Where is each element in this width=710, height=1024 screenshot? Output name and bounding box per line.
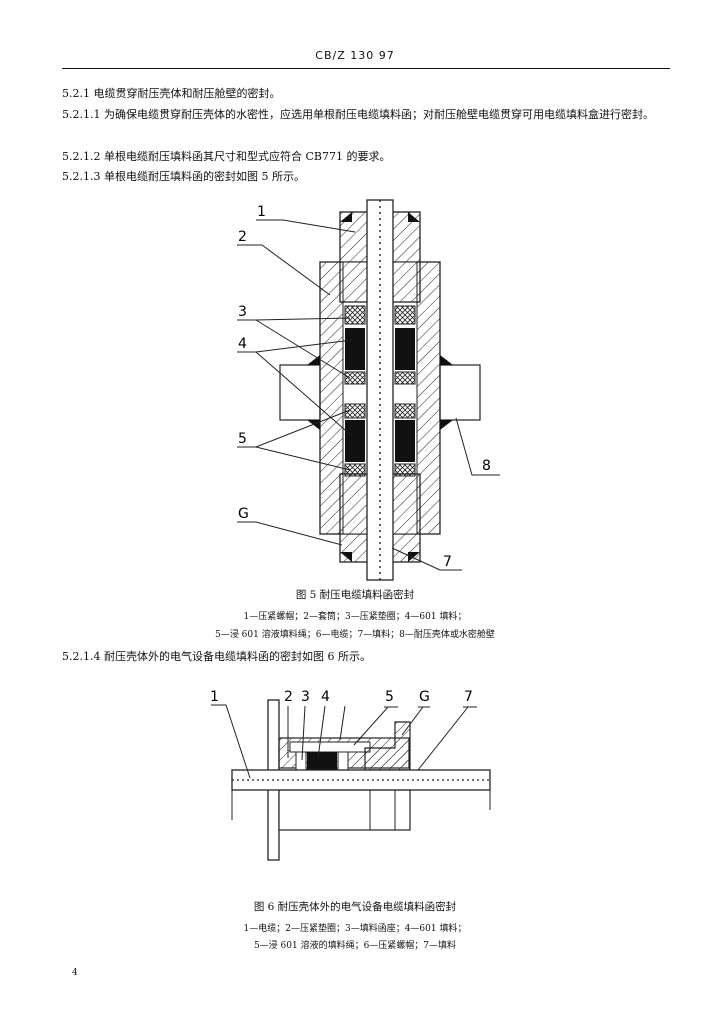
figure-5-label-4: 4 [238,336,247,352]
paragraph-5-2-1-4: 5.2.1.4 耐压壳体外的电气设备电缆填料函的密封如图 6 所示。 [62,650,371,663]
figure-5-label-g: G [238,506,249,522]
paragraph-5-2-1: 5.2.1 电缆贯穿耐压壳体和耐压舱壁的密封。 [62,87,281,100]
figure-6-legend-line-2: 5—浸 601 溶液的填料绳；6—压紧螺帽；7—填料 [253,941,457,951]
figure-5-label-3: 3 [238,304,247,320]
figure-6-legend-line-1: 1—电缆；2—压紧垫圈；3—填料函座；4—601 填料； [243,924,467,934]
figure-6-label-4: 4 [321,689,330,705]
figure-5-label-7: 7 [443,554,452,570]
figure-5-label-5: 5 [238,431,247,447]
paragraph-5-2-1-3: 5.2.1.3 单根电缆耐压填料函的密封如图 5 所示。 [62,170,305,183]
figure-6-title: 图 6 耐压壳体外的电气设备电缆填料函密封 [253,901,457,913]
figure-6-label-5: 5 [385,689,394,705]
figure-5-label-1: 1 [257,204,266,220]
figure-5-drawing: 1 2 3 4 5 G 7 8 [237,199,500,581]
figure-6-drawing: 1 2 3 4 5 G 7 [210,689,491,861]
paragraph-5-2-1-1: 5.2.1.1 为确保电缆贯穿耐压壳体的水密性，应选用单根耐压电缆填料函；对耐压… [62,108,654,121]
figure-6-label-g: G [419,689,430,705]
figure-6-label-3: 3 [301,689,310,705]
page-header: CB/Z 130 97 [315,49,395,62]
figure-5-label-8: 8 [482,458,491,474]
header-rule [62,68,670,69]
figure-5-label-2: 2 [238,229,247,245]
paragraph-5-2-1-2: 5.2.1.2 单根电缆耐压填料函其尺寸和型式应符合 CB771 的要求。 [62,150,391,163]
figure-5-legend-line-2: 5—浸 601 溶液填料绳；6—电缆；7—填料；8—耐压壳体或水密舱壁 [215,630,495,640]
figure-6-label-2: 2 [284,689,293,705]
figure-5-legend-line-1: 1—压紧螺帽；2—套筒；3—压紧垫圈；4—601 填料； [243,612,467,622]
figure-5-title: 图 5 耐压电缆填料函密封 [295,589,415,601]
figure-6-label-7: 7 [464,689,473,705]
page-number: 4 [72,968,78,978]
figure-6-label-1: 1 [210,689,219,705]
